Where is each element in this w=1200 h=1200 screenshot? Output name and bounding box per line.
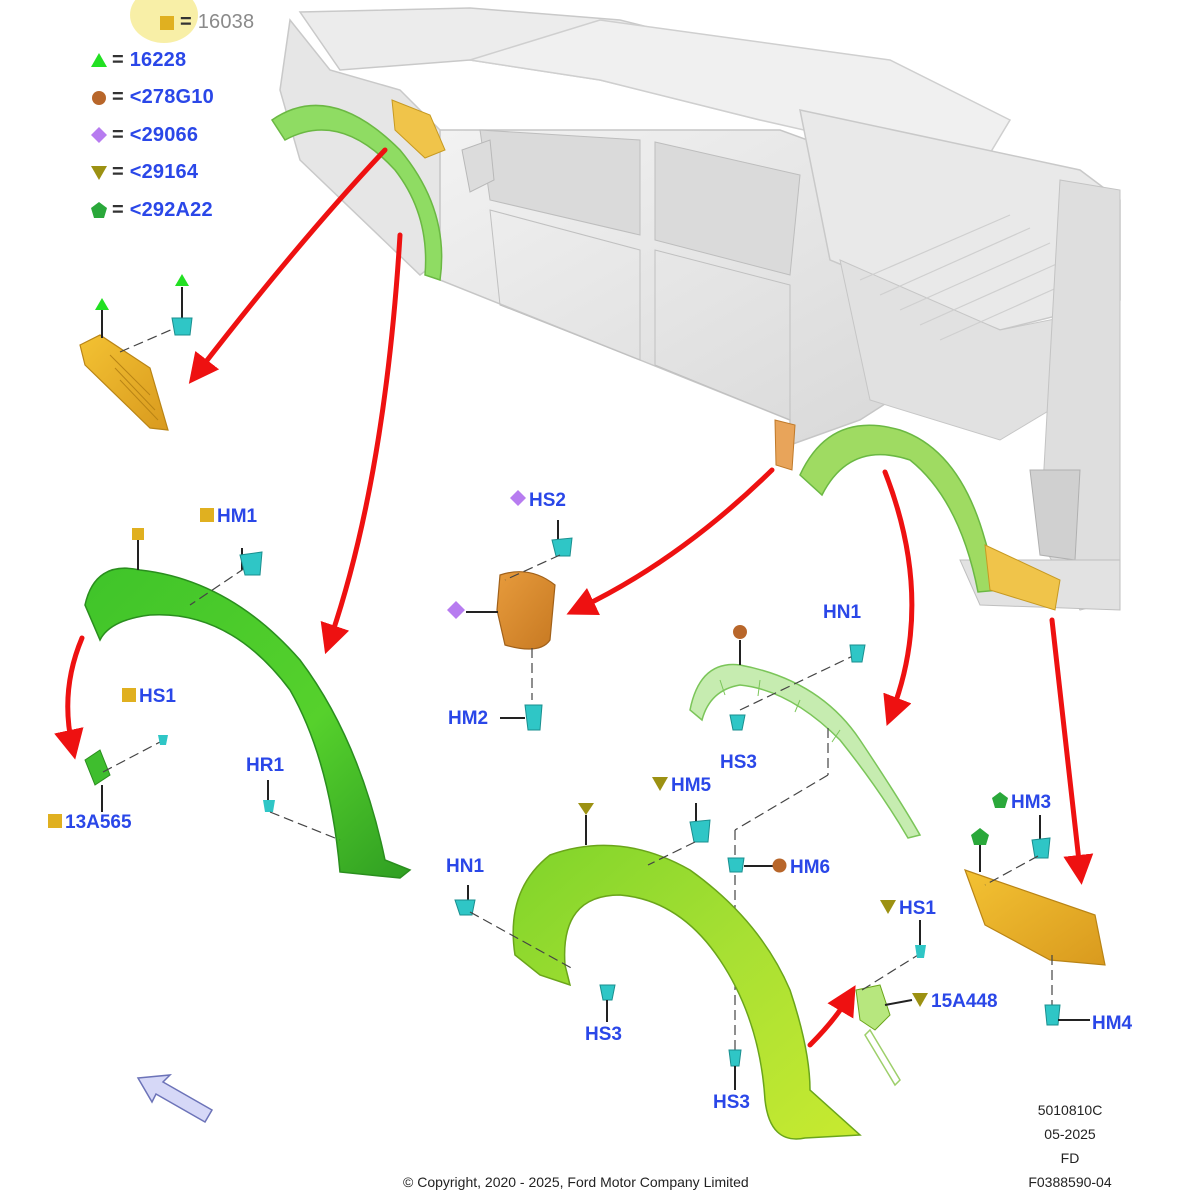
legend-equals: = [112, 123, 124, 146]
callout-label: HN1 [446, 856, 485, 877]
front-flare-part [84, 528, 412, 879]
legend-row-diamond: = <29066 [88, 117, 268, 155]
callout-hm2: HM2 [448, 708, 488, 730]
legend-code: <29164 [129, 161, 199, 184]
circle-symbol-icon [88, 87, 110, 109]
legend-equals: = [112, 161, 124, 184]
legend-row-triangle-down: = <29164 [88, 154, 268, 192]
callout-hs3-upper: HS3 [720, 752, 757, 774]
arrow-15a448 [807, 985, 856, 1048]
callout-hs3-lower-center: HS3 [713, 1092, 750, 1114]
callout-hn1-lower: HN1 [446, 856, 484, 878]
callout-label: HM2 [448, 708, 489, 729]
callout-label: HS3 [713, 1092, 750, 1113]
callout-label: HS1 [139, 686, 176, 708]
square-symbol-icon [200, 506, 214, 528]
callout-hs3-lower-left: HS3 [585, 1024, 622, 1046]
legend-code: 16038 [197, 11, 255, 34]
part-13a565-clip [84, 735, 168, 812]
callout-label: HR1 [246, 755, 285, 776]
red-leader-arrows [54, 147, 1094, 1048]
legend-code: 16228 [129, 48, 187, 71]
legend-equals: = [180, 11, 192, 34]
callout-hm3: HM3 [992, 792, 1051, 814]
callout-label: HS2 [529, 490, 566, 512]
legend-equals: = [112, 198, 124, 221]
callout-label: HM6 [790, 857, 831, 879]
arrow-13a565 [54, 635, 85, 760]
callout-label: HN1 [823, 602, 862, 623]
arrow-front-vent [188, 147, 388, 384]
pentagon-symbol-icon [88, 199, 110, 221]
callout-hm6: HM6 [772, 857, 830, 879]
callout-hs1-rear: HS1 [880, 898, 936, 920]
triangle-down-symbol-icon [880, 898, 896, 920]
square-symbol-icon [156, 12, 178, 34]
callout-15a448: 15A448 [912, 991, 998, 1013]
arrow-orange-piece [566, 467, 775, 616]
arrow-front-flare [320, 232, 403, 655]
circle-symbol-icon [772, 857, 787, 879]
truck-illustration [270, 7, 1121, 611]
legend-row-triangle-up: = 16228 [88, 42, 268, 80]
copyright-notice: © Copyright, 2020 - 2025, Ford Motor Com… [403, 1174, 749, 1190]
legend-equals: = [112, 86, 124, 109]
callout-hm4: HM4 [1092, 1013, 1132, 1035]
legend-equals: = [112, 48, 124, 71]
callout-hm5: HM5 [652, 775, 711, 797]
callout-hr1: HR1 [246, 755, 284, 777]
arrow-rear-liner [882, 469, 915, 727]
view-direction-arrow-icon [136, 1074, 214, 1124]
symbol-legend: = 16038 = 16228 = <278G10 = <29066 = <29… [88, 0, 268, 230]
rear-flare-part [454, 803, 862, 1140]
front-vent-part [79, 274, 193, 431]
callout-label: HM4 [1092, 1013, 1133, 1034]
diamond-symbol-icon [510, 490, 526, 512]
legend-row-pentagon: = <292A22 [88, 192, 268, 230]
diamond-symbol-icon [88, 124, 110, 146]
illustration-id: 5010810C [1037, 1102, 1103, 1118]
triangle-down-symbol-icon [652, 775, 668, 797]
orange-rocker-part [466, 520, 747, 731]
callout-label: HS1 [899, 898, 936, 920]
diamond-marker [447, 601, 468, 625]
arrow-rear-step [1049, 617, 1094, 885]
triangle-down-symbol-icon [88, 162, 110, 184]
callout-label: HM1 [217, 506, 258, 528]
illustration-date: 05-2025 [1044, 1126, 1096, 1142]
callout-hs2: HS2 [510, 490, 566, 512]
figure-number: F0388590-04 [1028, 1174, 1112, 1190]
callout-hn1-upper: HN1 [823, 602, 861, 624]
figure-info-block: 5010810C 05-2025 FD F0388590-04 [1020, 1098, 1120, 1194]
callout-label: 15A448 [931, 991, 998, 1013]
triangle-down-symbol-icon [912, 991, 928, 1013]
diamond-symbol-icon [447, 601, 465, 625]
square-symbol-icon [48, 812, 62, 834]
rear-liner-part [689, 640, 922, 1090]
legend-code: <292A22 [129, 198, 213, 221]
callout-13a565: 13A565 [48, 812, 132, 834]
callout-hs1-front: HS1 [122, 686, 176, 708]
legend-code: <29066 [129, 123, 199, 146]
triangle-up-symbol-icon [88, 49, 110, 71]
pentagon-symbol-icon [992, 792, 1008, 814]
callout-label: HS3 [585, 1024, 622, 1045]
legend-row-circle: = <278G10 [88, 79, 268, 117]
rear-step-part [964, 815, 1106, 1026]
callout-label: HM3 [1011, 792, 1052, 814]
square-symbol-icon [122, 686, 136, 708]
callout-label: HS3 [720, 752, 757, 773]
legend-row-square: = 16038 [88, 0, 268, 43]
callout-label: 13A565 [65, 812, 132, 834]
legend-code: <278G10 [129, 86, 214, 109]
part-15a448-bracket [855, 920, 926, 1087]
callout-label: HM5 [671, 775, 712, 797]
market-code: FD [1060, 1150, 1080, 1166]
callout-hm1: HM1 [200, 506, 257, 528]
